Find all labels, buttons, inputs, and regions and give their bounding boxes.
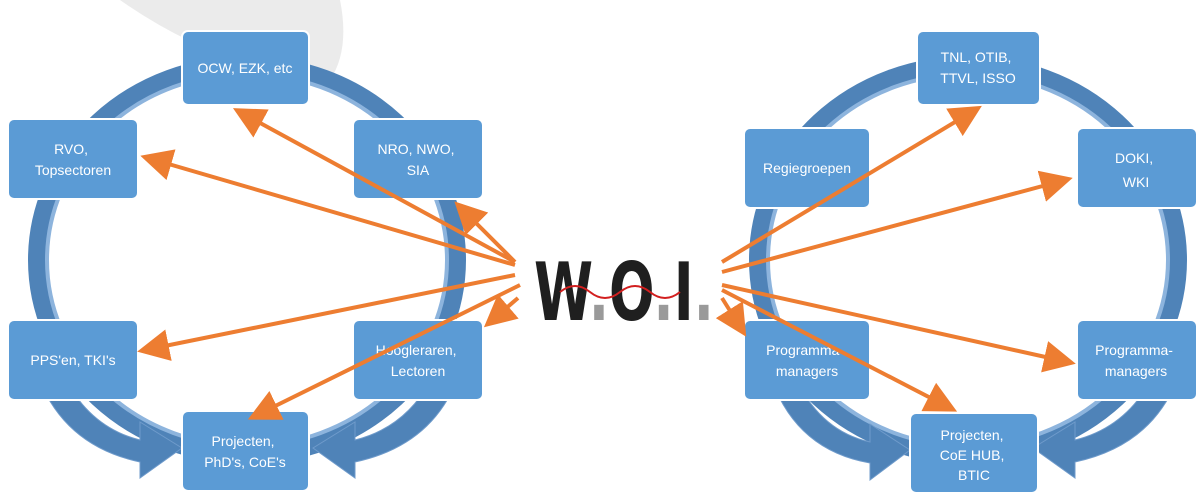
logo-dot-2: .: [653, 246, 673, 339]
logo-letter-o: O: [609, 246, 653, 339]
svg-text:W.O.I.: W.O.I.: [534, 246, 714, 339]
svg-text:OCW, EZK, etc: OCW, EZK, etc: [198, 60, 293, 76]
svg-text:Programma- managers: Programma- managers: [1095, 342, 1177, 379]
node-ocw: OCW, EZK, etc: [181, 30, 310, 106]
node-regiegroepen: Regiegroepen: [743, 127, 871, 209]
arrow-to-pps: [137, 273, 516, 361]
node-programmamanagers-right: Programma- managers: [1076, 319, 1197, 401]
logo-squiggle: [559, 285, 681, 299]
node-nro: NRO, NWO, SIA: [352, 118, 484, 200]
arrow-to-doki: [721, 170, 1073, 274]
svg-text:Projecten, PhD's, CoE's: Projecten, PhD's, CoE's: [204, 433, 286, 470]
left-cycle-arrow-1: [34, 354, 183, 479]
logo-dot-3: .: [694, 246, 714, 339]
left-cycle-arrow-2: [312, 359, 461, 479]
logo-letter-w: W: [534, 246, 592, 339]
logo-dot-1: .: [589, 246, 609, 339]
woi-logo: W.O.I.: [534, 246, 714, 339]
logo-letter-i: I: [674, 246, 694, 339]
arrow-to-programmamanagers-inner: [715, 296, 747, 337]
arrow-to-rvo: [140, 149, 516, 267]
node-doki: DOKI, WKI: [1076, 127, 1197, 209]
arrow-to-tnl: [720, 105, 982, 264]
right-arrows: [715, 105, 1076, 412]
node-tnl: TNL, OTIB, TTVL, ISSO: [916, 30, 1041, 106]
arrow-to-projecten-right: [721, 288, 958, 412]
left-arrows: [137, 108, 521, 420]
node-projecten-right: Projecten, CoE HUB, BTIC: [909, 412, 1039, 493]
svg-text:RVO, Topsectoren: RVO, Topsectoren: [35, 141, 111, 178]
svg-text:Projecten, CoE HUB,: Projecten, CoE HUB, BTIC: [940, 427, 1008, 483]
svg-text:Regiegroepen: Regiegroepen: [763, 160, 851, 176]
svg-text:TNL, OTIB, TTVL, ISSO: TNL, OTIB, TTVL, ISSO: [940, 49, 1016, 86]
right-cycle-arrow-1: [769, 364, 911, 481]
svg-text:PPS'en, TKI's: PPS'en, TKI's: [30, 352, 115, 368]
arrow-to-projecten-left: [247, 283, 521, 420]
node-rvo: RVO, Topsectoren: [7, 118, 139, 200]
svg-text:NRO, NWO, SIA: NRO, NWO, SIA: [378, 141, 459, 178]
right-cycle-arrow-2: [1032, 359, 1181, 479]
svg-text:Programma- managers: Programma- managers: [766, 342, 848, 379]
arrow-to-ocw: [232, 108, 516, 264]
node-pps: PPS'en, TKI's: [7, 319, 139, 401]
svg-text:DOKI, WKI: DOKI, WKI: [1115, 150, 1157, 190]
arrow-to-nro: [454, 201, 517, 264]
node-programmamanagers-inner: Programma- managers: [743, 319, 871, 401]
node-projecten-left: Projecten, PhD's, CoE's: [181, 410, 310, 492]
arrow-to-programmamanagers-right: [721, 283, 1076, 373]
arrow-to-hoogleraren: [483, 294, 520, 328]
